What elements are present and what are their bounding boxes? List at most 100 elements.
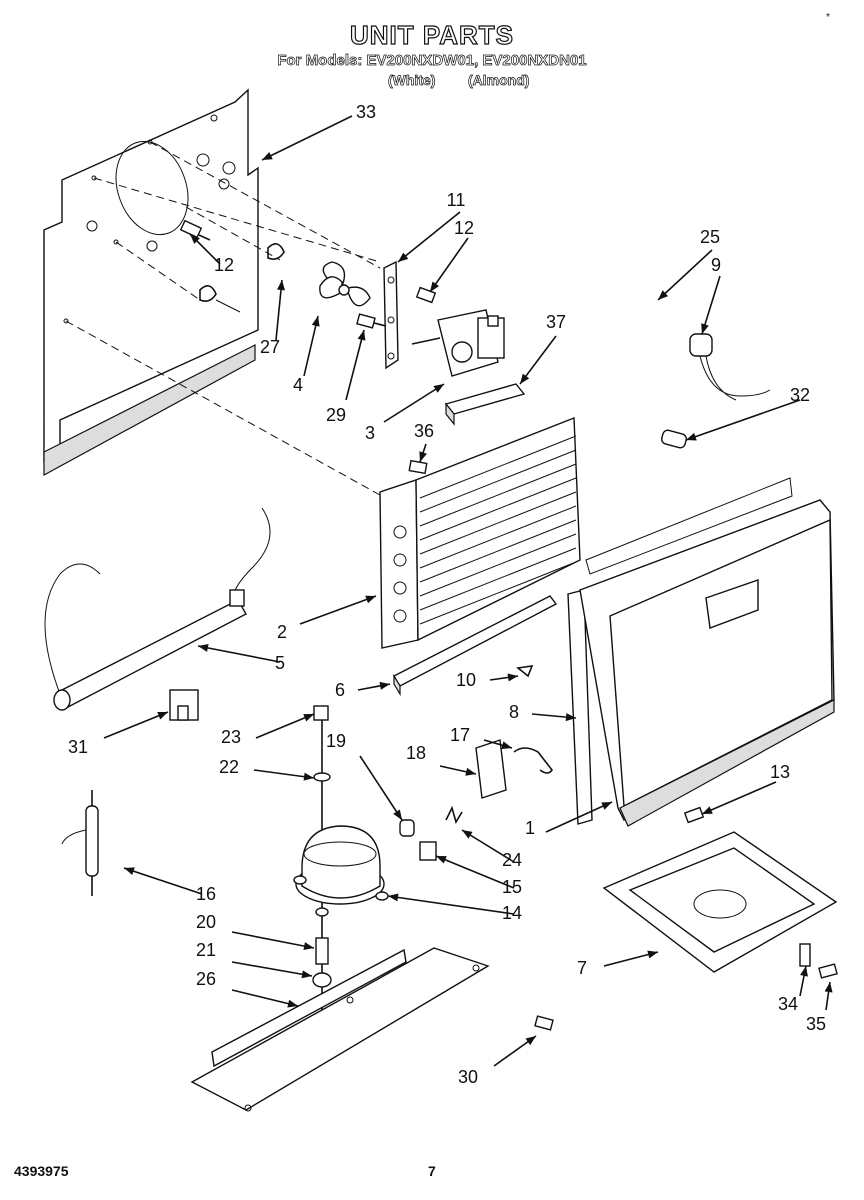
- heater-element-part-16: [61, 790, 99, 896]
- clip-part-27: [199, 243, 285, 313]
- arrowhead: [303, 772, 314, 781]
- callout-number: 37: [546, 312, 566, 332]
- callout-number: 25: [700, 227, 720, 247]
- clamp-part-17: [513, 747, 553, 774]
- leader-line: [383, 383, 445, 423]
- callout-number: 19: [326, 731, 346, 751]
- screw-part-12-a: [179, 219, 211, 241]
- arrowhead: [433, 384, 444, 393]
- screw-part-36: [408, 459, 428, 475]
- page-title: UNIT PARTS: [349, 19, 515, 50]
- arrowhead: [702, 806, 713, 814]
- leader-line: [303, 315, 319, 377]
- leader-line: [123, 867, 203, 895]
- callout-number: 15: [502, 877, 522, 897]
- callout-number: 30: [458, 1067, 478, 1087]
- arrowhead: [525, 1036, 536, 1046]
- fan-blade-part: [319, 261, 371, 307]
- callout-number: 29: [326, 405, 346, 425]
- models-line: For Models: EV200NXDW01, EV200NXDN01: [277, 52, 587, 70]
- arrowhead: [190, 234, 200, 244]
- arrowhead: [462, 830, 473, 839]
- arrowhead: [262, 152, 273, 160]
- callout-number: 5: [275, 653, 285, 673]
- callout-number: 31: [68, 737, 88, 757]
- leader-line: [359, 755, 403, 821]
- motor-bracket-part: [383, 260, 399, 370]
- callout-number: 12: [454, 218, 474, 238]
- arrowhead: [465, 767, 476, 776]
- callout-number: 6: [335, 680, 345, 700]
- leader-line: [231, 931, 315, 949]
- callout-number: 27: [260, 337, 280, 357]
- screw-part-13: [683, 806, 705, 824]
- callout-number: 22: [219, 757, 239, 777]
- callout-number: 23: [221, 727, 241, 747]
- arrowhead: [701, 323, 709, 334]
- page-number: 7: [428, 1163, 436, 1179]
- leader-line: [701, 781, 777, 815]
- coil-fin: [419, 519, 577, 583]
- leader-line: [261, 115, 353, 161]
- screw-part-35: [818, 963, 838, 979]
- callout-number: 2: [277, 622, 287, 642]
- coil-fin: [419, 449, 577, 513]
- callout-number: 1: [525, 818, 535, 838]
- leader-line: [231, 961, 313, 977]
- coil-fin: [419, 561, 577, 625]
- leader-line: [275, 279, 283, 341]
- callout-number: 11: [447, 190, 466, 210]
- callout-number: 8: [509, 702, 519, 722]
- callout-number: 16: [196, 884, 216, 904]
- base-plate-part: [190, 947, 490, 1112]
- callout-number: 9: [711, 255, 721, 275]
- corner-mark: *: [826, 12, 830, 23]
- coil-fin: [419, 547, 577, 611]
- arrowhead: [357, 330, 366, 341]
- arrowhead: [303, 714, 314, 722]
- leader-line: [429, 237, 469, 293]
- arrowhead: [198, 643, 209, 652]
- door-gasket-part-8: [567, 589, 593, 825]
- callout-number: 7: [577, 958, 587, 978]
- screw-part-30: [534, 1015, 554, 1031]
- arrowhead: [507, 673, 518, 682]
- callout-number: 4: [293, 375, 303, 395]
- rail-part-6: [393, 595, 558, 697]
- callout-number: 3: [365, 423, 375, 443]
- callout-number: 21: [196, 940, 216, 960]
- leader-line: [701, 275, 721, 335]
- callout-number: 34: [778, 994, 798, 1014]
- arrowhead: [311, 316, 320, 327]
- arrowhead: [601, 802, 612, 810]
- screw-part-12-b: [415, 286, 437, 304]
- leader-line: [545, 801, 613, 833]
- coil-fin: [419, 505, 577, 569]
- arrowhead: [647, 950, 658, 959]
- leader-arrows: [103, 115, 833, 1067]
- leader-line: [253, 769, 315, 779]
- leader-line: [387, 895, 515, 915]
- callout-number: 14: [502, 903, 522, 923]
- drain-pan-part: [602, 831, 838, 973]
- capacitor-part-32: [661, 429, 687, 449]
- arrowhead: [388, 893, 399, 902]
- bracket-part-31: [169, 689, 199, 721]
- leader-line: [231, 989, 299, 1007]
- back-panel-part: [43, 88, 259, 477]
- leader-line: [657, 249, 713, 301]
- leader-line: [197, 645, 281, 663]
- callout-number: 17: [450, 725, 470, 745]
- arrowhead: [520, 373, 530, 384]
- arrowhead: [379, 681, 390, 690]
- arrowhead: [124, 867, 135, 875]
- callout-number: 33: [356, 102, 376, 122]
- leader-line: [345, 329, 365, 401]
- variant-white: (White): [388, 72, 436, 89]
- tube-part: [577, 228, 648, 403]
- relay-part-15: [419, 841, 437, 861]
- arrowhead: [419, 451, 427, 462]
- door-part-1: [579, 477, 835, 827]
- part-number: 4393975: [14, 1163, 69, 1179]
